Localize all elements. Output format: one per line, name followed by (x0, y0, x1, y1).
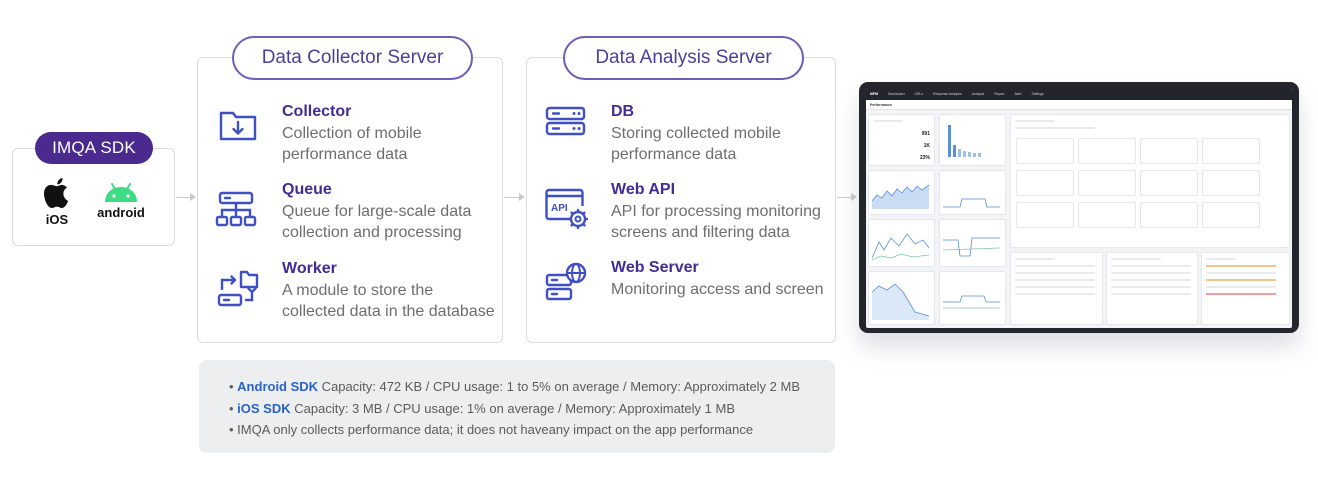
dashboard-tile (1078, 138, 1136, 164)
worker-desc-line2: collected data in the database (282, 303, 495, 320)
connector-line (504, 197, 520, 198)
dashboard-chart-card (939, 170, 1006, 215)
web-server-desc-line1: Monitoring access and screen (611, 281, 824, 298)
dashboard-tile (1078, 202, 1136, 228)
note-android-text: Capacity: 472 KB / CPU usage: 1 to 5% on… (318, 379, 801, 394)
connector-arrowhead (519, 193, 525, 201)
dashboard-chart-card (939, 219, 1006, 267)
dashboard-chart-card (939, 271, 1006, 325)
dashboard-tile (1202, 170, 1260, 196)
collector-desc-line1: Collection of mobile (282, 125, 422, 142)
android-icon (105, 183, 137, 202)
sdk-title-badge: IMQA SDK (35, 132, 153, 164)
ios-label: iOS (45, 212, 69, 227)
db-desc-line1: Storing collected mobile (611, 125, 781, 142)
connector-arrowhead (851, 193, 857, 201)
web-api-desc-line2: screens and filtering data (611, 224, 790, 241)
dashboard-tile (1078, 170, 1136, 196)
collector-heading: Collector (282, 103, 352, 120)
dashboard-tile (1140, 202, 1198, 228)
sdk-notes-box: • Android SDK Capacity: 472 KB / CPU usa… (199, 360, 835, 453)
dashboard-alert-list (1201, 252, 1290, 325)
analysis-server-panel (526, 57, 836, 343)
worker-heading: Worker (282, 260, 337, 277)
dashboard-bar-card (939, 114, 1006, 166)
queue-icon-wrap (214, 188, 258, 237)
note-android: • Android SDK Capacity: 472 KB / CPU usa… (229, 379, 801, 394)
worker-sync-icon (217, 270, 259, 307)
sdk-box (12, 148, 175, 246)
dashboard-metric-card: -991 -1K -23% (868, 114, 935, 166)
queue-desc-line1: Queue for large-scale data (282, 203, 472, 220)
dashboard-table (1106, 252, 1198, 325)
dashboard-chart-card (868, 170, 935, 215)
dashboard-table (1010, 252, 1103, 325)
folder-download-icon (219, 111, 257, 141)
svg-text:API: API (551, 203, 568, 214)
note-impact-text: IMQA only collects performance data; it … (237, 422, 754, 437)
dashboard-subbar: Performance (866, 100, 1292, 110)
api-gear-icon: API (545, 188, 589, 230)
dashboard-tile (1016, 202, 1074, 228)
web-api-heading: Web API (611, 181, 676, 198)
queue-heading: Queue (282, 181, 332, 198)
web-server-heading: Web Server (611, 259, 699, 276)
analysis-server-title: Data Analysis Server (563, 36, 804, 80)
dashboard-tile (1140, 138, 1198, 164)
dashboard-chart-card (868, 219, 935, 267)
note-android-highlight: Android SDK (237, 379, 319, 394)
connector-arrowhead (190, 193, 196, 201)
collector-server-panel (197, 57, 503, 343)
note-ios-text: Capacity: 3 MB / CPU usage: 1% on averag… (290, 400, 735, 416)
apple-icon (44, 178, 69, 208)
dashboard-tile (1202, 138, 1260, 164)
worker-icon-wrap (216, 267, 260, 316)
collector-icon-wrap (216, 103, 260, 152)
collector-server-title: Data Collector Server (232, 36, 473, 80)
web-server-icon-wrap (544, 260, 588, 309)
note-ios-highlight: iOS SDK (237, 400, 291, 416)
ios-platform: iOS (38, 176, 76, 227)
collector-desc-line2: performance data (282, 146, 408, 163)
database-icon (545, 106, 586, 136)
note-impact: • IMQA only collects performance data; i… (229, 422, 754, 437)
android-platform: android (92, 181, 150, 220)
dashboard-chart-card (868, 271, 935, 325)
web-api-desc-line1: API for processing monitoring (611, 203, 821, 220)
dashboard-tile (1202, 202, 1260, 228)
db-desc-line2: performance data (611, 146, 737, 163)
dashboard-tile (1140, 170, 1198, 196)
web-server-globe-icon (545, 262, 587, 301)
db-heading: DB (611, 103, 635, 120)
dashboard-tile (1016, 170, 1074, 196)
queue-desc-line2: collection and processing (282, 224, 462, 241)
queue-tree-icon (215, 191, 257, 227)
android-label: android (97, 205, 145, 220)
connector-line (176, 197, 191, 198)
web-api-icon-wrap: API (544, 186, 589, 235)
note-ios: • iOS SDK Capacity: 3 MB / CPU usage: 1%… (229, 400, 735, 416)
dashboard-tile (1016, 138, 1074, 164)
worker-desc-line1: A module to store the (282, 282, 434, 299)
db-icon-wrap (544, 103, 588, 152)
connector-line (837, 197, 852, 198)
